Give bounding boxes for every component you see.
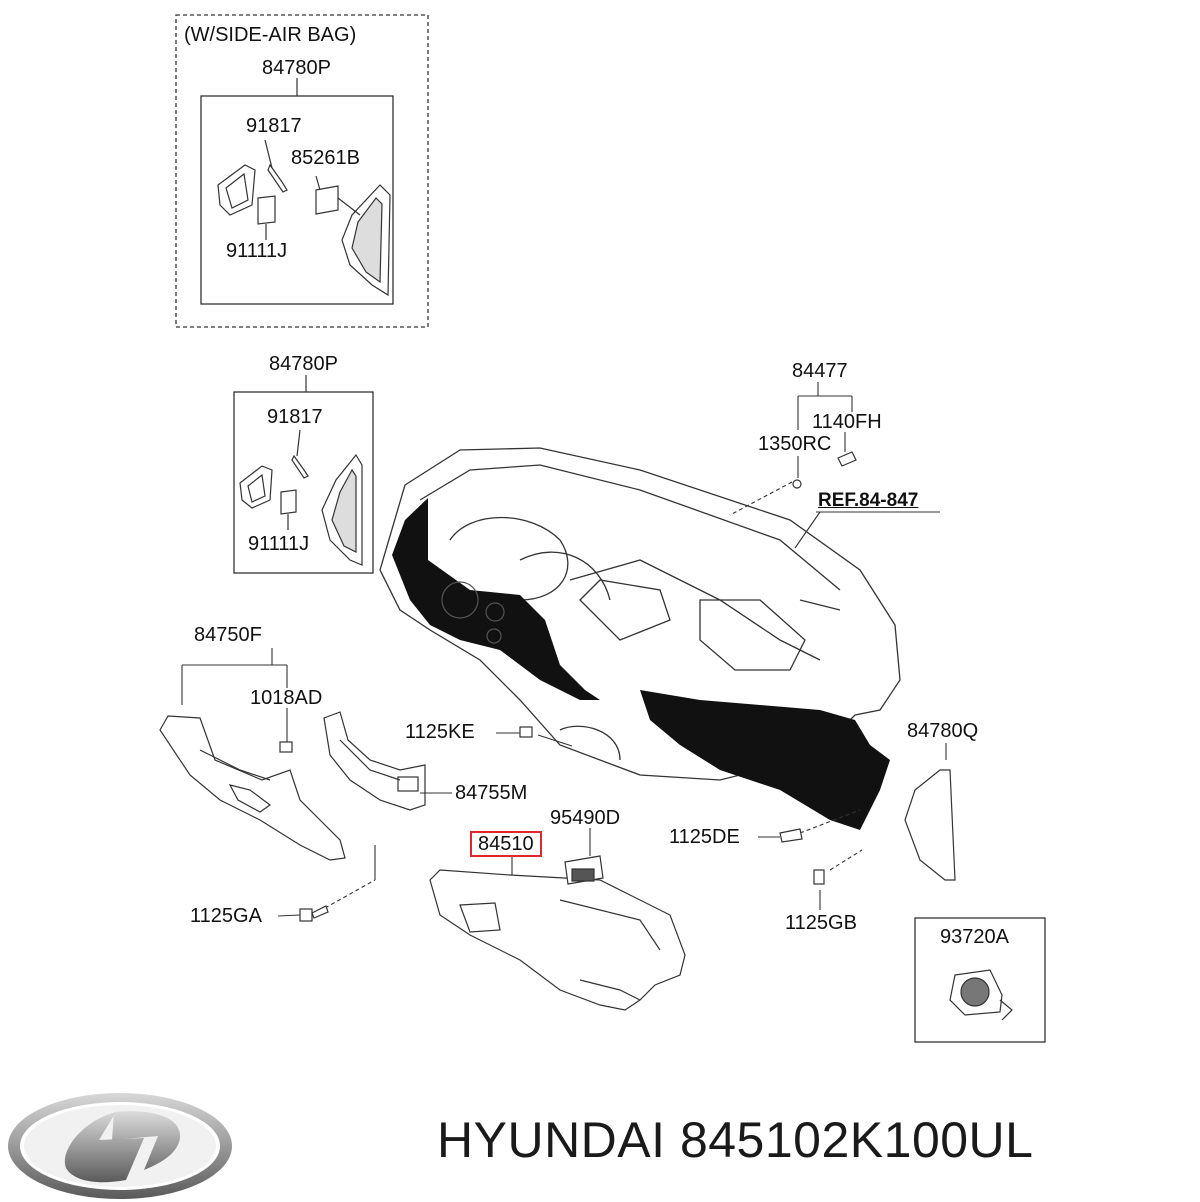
- hyundai-logo-icon: [8, 1093, 232, 1199]
- label-85261B: 85261B: [291, 147, 360, 169]
- dashboard-shadow-left: [392, 498, 600, 700]
- side-cover-84780Q: [904, 769, 956, 881]
- lower-left-cover: [159, 715, 346, 861]
- middle-inner-box: [233, 391, 374, 574]
- part-number: 845102K100UL: [679, 1112, 1034, 1168]
- label-1125GA: 1125GA: [190, 905, 262, 927]
- leader-lines: [181, 382, 947, 917]
- switch-93720A: [949, 969, 1013, 1021]
- top-trim-panel-part: [341, 184, 391, 297]
- label-84510-highlighted: 84510: [470, 831, 542, 857]
- label-84750F: 84750F: [194, 624, 262, 646]
- label-91111J-top: 91111J: [226, 240, 288, 262]
- brand-name: HYUNDAI: [437, 1112, 666, 1168]
- label-1125GB: 1125GB: [785, 912, 857, 934]
- variant-note: (W/SIDE-AIR BAG): [184, 24, 357, 46]
- label-91817-top: 91817: [246, 115, 302, 137]
- label-1125KE: 1125KE: [405, 721, 475, 743]
- label-91111J-mid: 91111J: [248, 533, 310, 555]
- label-91817-mid: 91817: [267, 406, 323, 428]
- dashboard-panel: [379, 447, 901, 781]
- label-1350RC: 1350RC: [758, 433, 832, 455]
- glove-box: [429, 869, 686, 1011]
- label-95490D: 95490D: [550, 807, 621, 829]
- label-93720A: 93720A: [940, 926, 1009, 948]
- trim-panel-84755M: [323, 711, 426, 811]
- top-cover-left-part: [217, 139, 361, 240]
- bolts: [279, 451, 857, 922]
- middle-cover-parts: [239, 429, 363, 566]
- label-1140FH: 1140FH: [812, 411, 882, 433]
- switch-box-93720A: [914, 917, 1046, 1043]
- label-1125DE: 1125DE: [669, 826, 740, 848]
- label-84780P-top: 84780P: [262, 57, 331, 79]
- label-84780Q: 84780Q: [907, 720, 979, 742]
- part-95490D: [564, 855, 604, 885]
- part-title: HYUNDAI 845102K100UL: [437, 1112, 1033, 1168]
- label-84780P-mid: 84780P: [269, 353, 338, 375]
- label-84755M: 84755M: [455, 782, 528, 804]
- reference-label: REF.84-847: [818, 490, 919, 511]
- label-84477: 84477: [792, 360, 848, 382]
- dashboard-shadow-right: [640, 690, 890, 830]
- side-airbag-variant-box: [175, 14, 429, 328]
- label-1018AD: 1018AD: [250, 687, 323, 709]
